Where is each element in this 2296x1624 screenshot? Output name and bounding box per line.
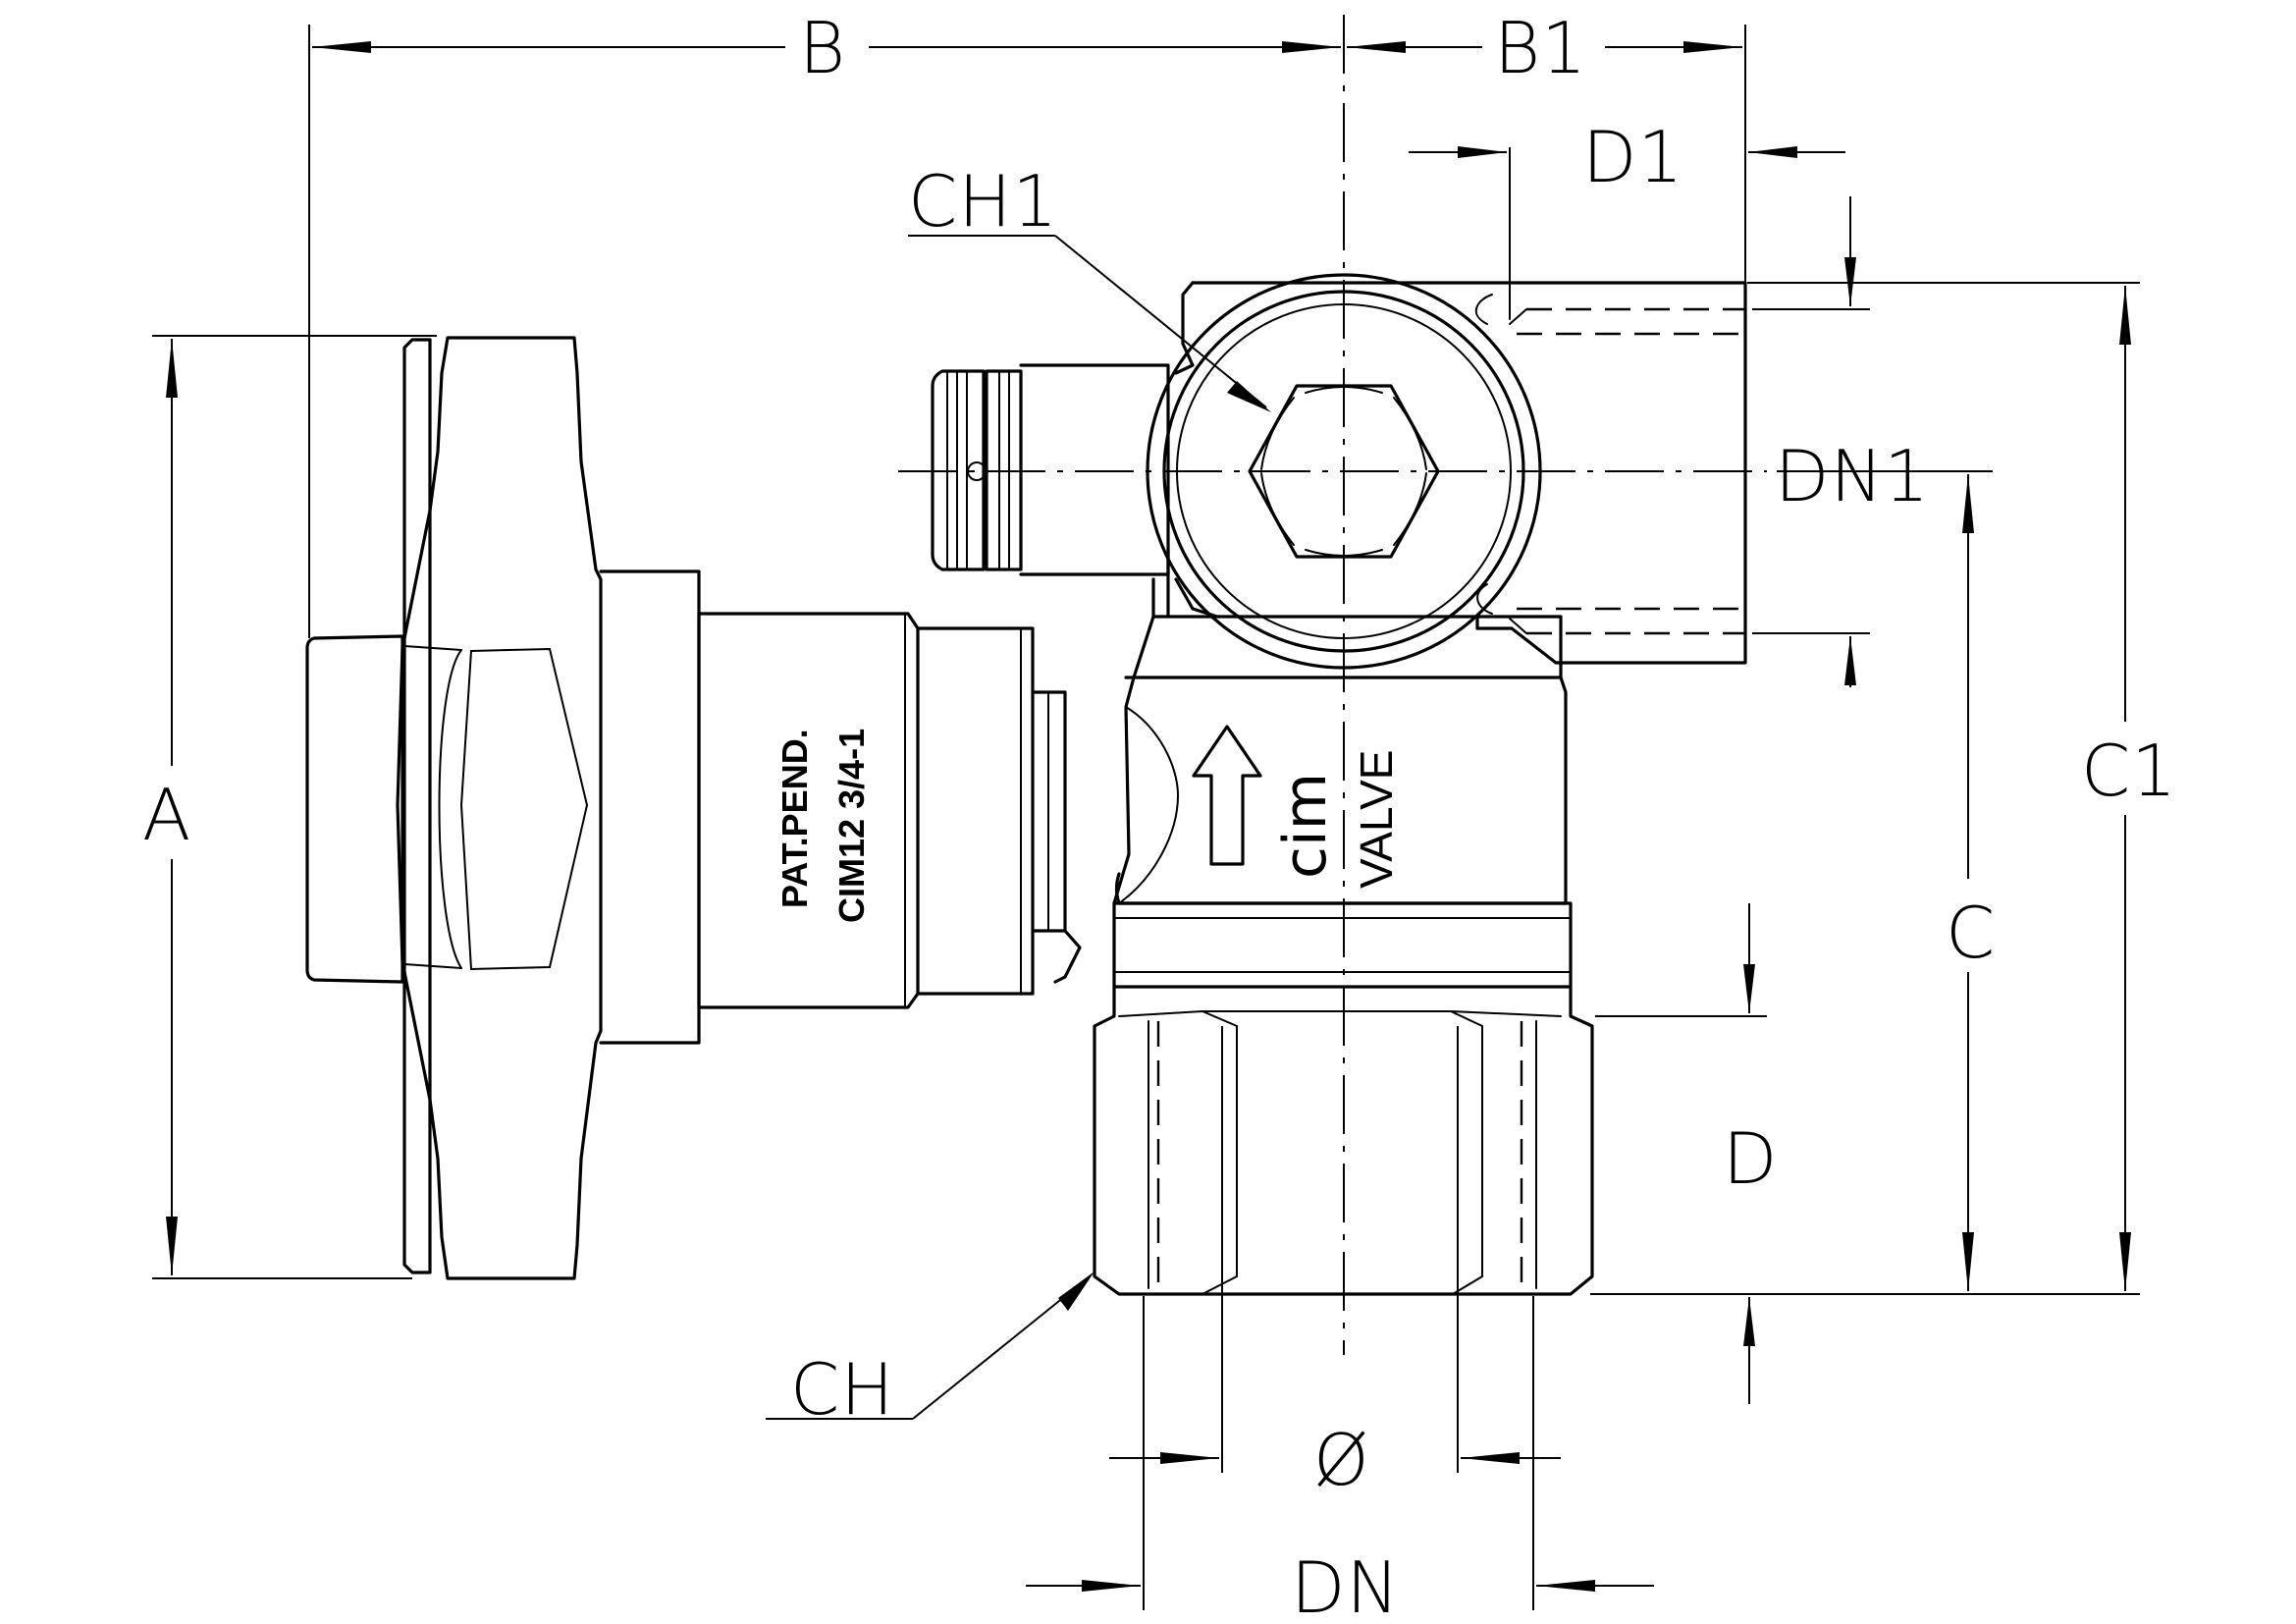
label-dn1: DN1 xyxy=(1775,435,1930,517)
dimension-d: D xyxy=(1595,903,1778,1404)
dimension-c: C xyxy=(1777,470,1996,1291)
label-dn: DN xyxy=(1291,1546,1400,1624)
valve-body xyxy=(1112,577,1573,989)
label-c: C xyxy=(1946,892,1996,974)
label-d1: D1 xyxy=(1582,116,1683,198)
dimension-b-b1: B B1 xyxy=(308,7,1746,638)
flow-direction-arrow xyxy=(1192,725,1262,866)
drain-vent-screw xyxy=(931,363,1170,576)
label-ch1: CH1 xyxy=(908,160,1058,243)
dimension-d1: D1 xyxy=(1409,116,1845,285)
bonnet-cartridge xyxy=(599,569,1082,1045)
handwheel xyxy=(305,336,603,1280)
label-b1: B1 xyxy=(1494,7,1587,89)
marking-model-size: CIM12 3/4-1 xyxy=(831,729,872,923)
label-a: A xyxy=(142,774,191,856)
dimension-dn: DN xyxy=(1026,1296,1654,1624)
body-markings: PAT.PEND. CIM12 3/4-1 cim VALVE xyxy=(774,729,1402,923)
marking-pat-pend: PAT.PEND. xyxy=(774,729,815,908)
center-lines xyxy=(898,15,1767,1355)
label-diameter: Ø xyxy=(1313,1419,1370,1501)
leader-ch1: CH1 xyxy=(908,160,1271,412)
label-c1: C1 xyxy=(2081,730,2177,812)
brand-valve: VALVE xyxy=(1351,750,1402,889)
brand-cim: cim xyxy=(1271,773,1340,879)
dimension-c1: C1 xyxy=(1590,282,2177,1295)
dimension-dn1: DN1 xyxy=(1752,196,1930,687)
label-ch: CH xyxy=(790,1348,894,1431)
leader-ch: CH xyxy=(766,1272,1095,1431)
dimension-a: A xyxy=(142,335,437,1279)
hex-nut-ch xyxy=(1093,985,1594,1296)
dimension-diameter: Ø xyxy=(1109,1026,1561,1501)
label-b: B xyxy=(799,7,846,89)
label-d: D xyxy=(1723,1117,1778,1200)
